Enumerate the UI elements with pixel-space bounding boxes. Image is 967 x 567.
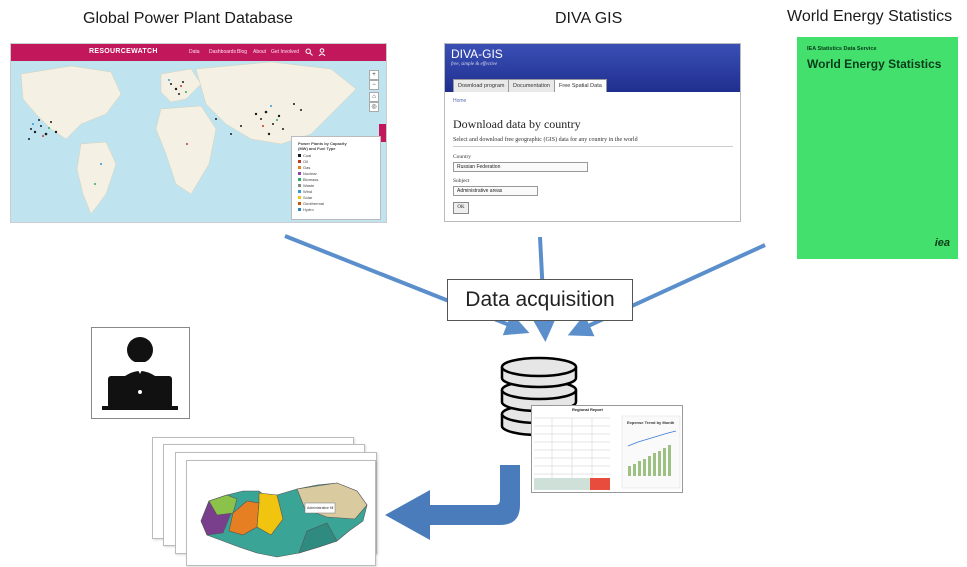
gppd-nav-data[interactable]: Data bbox=[189, 49, 200, 55]
legend-item: Nuclear bbox=[298, 171, 324, 177]
source-title-iea: World Energy Statistics bbox=[787, 8, 953, 25]
diva-screenshot: DIVA-GIS free, simple & effective Downlo… bbox=[444, 43, 741, 222]
map-callout: Administrative fill bbox=[307, 506, 334, 510]
page-title: Download data by country bbox=[453, 117, 581, 131]
breadcrumb[interactable]: Home bbox=[453, 98, 467, 104]
legend-item: Gas bbox=[298, 165, 324, 171]
gppd-brand: RESOURCEWATCH bbox=[89, 48, 158, 55]
search-icon[interactable] bbox=[305, 48, 313, 56]
spreadsheet-chart-title: Expense Trend by Month bbox=[627, 420, 675, 425]
legend-label: Gas bbox=[303, 165, 311, 170]
legend-swatch bbox=[298, 184, 301, 187]
page-description: Select and download free geographic (GIS… bbox=[453, 137, 638, 143]
country-select[interactable]: Russian Federation bbox=[453, 162, 588, 172]
iea-title: World Energy Statistics bbox=[807, 57, 942, 71]
divider bbox=[453, 146, 733, 147]
subject-select[interactable]: Administrative areas bbox=[453, 186, 538, 196]
user-at-laptop-icon bbox=[102, 337, 178, 410]
spreadsheet-icon bbox=[534, 415, 681, 490]
user-box bbox=[91, 327, 190, 419]
legend-swatch bbox=[298, 154, 301, 157]
legend-swatch bbox=[298, 160, 301, 163]
tab-free-spatial-data[interactable]: Free Spatial Data bbox=[554, 79, 607, 92]
legend-swatch bbox=[298, 208, 301, 211]
legend-swatch bbox=[298, 178, 301, 181]
iea-service-label: IEA Statistics Data Service bbox=[807, 46, 877, 52]
legend-swatch bbox=[298, 172, 301, 175]
legend-item: Solar bbox=[298, 195, 324, 201]
legend-item: Geothermal bbox=[298, 201, 324, 207]
user-icon[interactable] bbox=[318, 48, 326, 56]
legend-swatch bbox=[298, 166, 301, 169]
legend-item: Biomass bbox=[298, 177, 324, 183]
zoom-out-button[interactable]: − bbox=[369, 80, 379, 90]
home-button[interactable]: ⌂ bbox=[369, 92, 379, 102]
legend-label: Solar bbox=[303, 195, 313, 200]
legend-label: Waste bbox=[303, 183, 315, 188]
source-title-diva: DIVA GIS bbox=[555, 10, 623, 27]
ok-button[interactable]: OK bbox=[453, 202, 469, 214]
world-map-image bbox=[11, 44, 386, 222]
data-acquisition-label: Data acquisition bbox=[447, 279, 633, 321]
diva-tagline: free, simple & effective bbox=[451, 62, 498, 67]
spreadsheet-title: Regional Report bbox=[572, 407, 603, 412]
legend-label: Coal bbox=[303, 153, 312, 158]
legend-label: Oil bbox=[303, 159, 308, 164]
diva-logo: DIVA-GIS bbox=[451, 47, 503, 61]
locate-button[interactable]: ◎ bbox=[369, 102, 379, 112]
subject-label: Subject bbox=[453, 178, 470, 184]
gppd-nav-dashboards[interactable]: Dashboards bbox=[209, 49, 236, 55]
legend-title: Power Plants by Capacity (MW) and Fuel T… bbox=[298, 141, 347, 151]
gppd-legend: Power Plants by Capacity (MW) and Fuel T… bbox=[291, 136, 381, 220]
legend-label: Geothermal bbox=[303, 201, 324, 206]
iea-cover: IEA Statistics Data Service World Energy… bbox=[797, 37, 958, 259]
gppd-nav-blog[interactable]: Blog bbox=[237, 49, 248, 55]
output-arrow bbox=[385, 465, 520, 540]
legend-label: Nuclear bbox=[303, 171, 317, 176]
spreadsheet-image: Regional Report Expense Trend by Month bbox=[531, 405, 683, 493]
legend-swatch bbox=[298, 202, 301, 205]
legend-item: Oil bbox=[298, 159, 324, 165]
gppd-nav-about[interactable]: About bbox=[253, 49, 267, 55]
gppd-header-bar bbox=[11, 44, 386, 61]
map-card-1: Administrative fill bbox=[186, 460, 376, 566]
legend-item: Hydro bbox=[298, 207, 324, 213]
country-label: Country bbox=[453, 154, 472, 160]
legend-swatch bbox=[298, 196, 301, 199]
russia-map-icon bbox=[200, 482, 368, 558]
legend-swatch bbox=[298, 190, 301, 193]
gppd-nav-get-involved[interactable]: Get Involved bbox=[271, 49, 300, 55]
legend-label: Wind bbox=[303, 189, 313, 194]
gppd-screenshot: RESOURCEWATCH Data Dashboards Blog About… bbox=[10, 43, 387, 223]
iea-logo: iea bbox=[934, 237, 950, 249]
source-title-gppd: Global Power Plant Database bbox=[83, 10, 293, 27]
legend-item: Coal bbox=[298, 153, 324, 159]
legend-item: Waste bbox=[298, 183, 324, 189]
legend-item: Wind bbox=[298, 189, 324, 195]
legend-label: Biomass bbox=[303, 177, 319, 182]
gppd-side-tab[interactable] bbox=[379, 124, 386, 142]
legend-label: Hydro bbox=[303, 207, 314, 212]
zoom-in-button[interactable]: + bbox=[369, 70, 379, 80]
